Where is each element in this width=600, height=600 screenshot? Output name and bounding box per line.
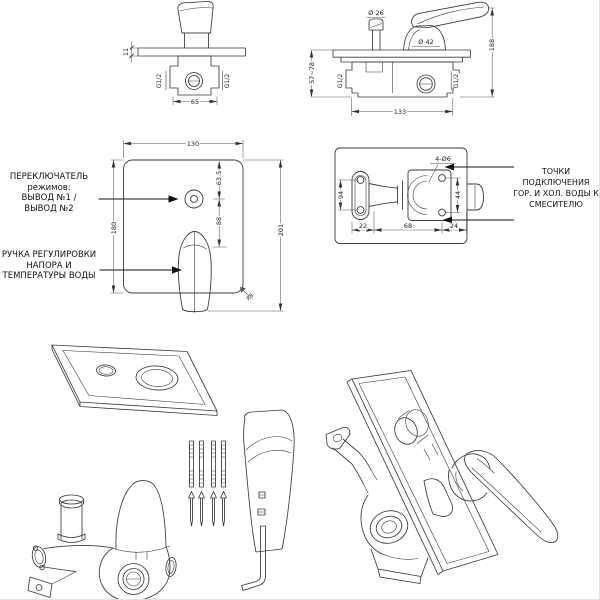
- thread-size-label: G1/2: [223, 72, 231, 90]
- dim-knob-to-handle: 88: [214, 215, 223, 227]
- dim-mount-depth: 57~78: [307, 61, 316, 85]
- callout-line: ВЫВОД №2: [24, 203, 74, 214]
- thread-size-label: G1/2: [156, 72, 163, 90]
- dim-plate-thickness: 11: [121, 46, 130, 58]
- thread-size-label: G1/2: [452, 72, 460, 90]
- callout-line: ПЕРЕКЛЮЧАТЕЛЬ: [9, 172, 89, 182]
- callout-line: режимов:: [27, 182, 71, 193]
- side-view-diverter-drawing: [137, 1, 246, 96]
- side-view-diverter-dimensions: [129, 41, 218, 105]
- callout-line: ВЫВОД №1 /: [21, 193, 77, 203]
- dim-flange-hole-spacing: 94: [336, 189, 345, 201]
- exploded-parts-drawing: [27, 344, 295, 599]
- dia-diverter-knob: Ø 26: [367, 8, 385, 17]
- front-view-drawing: [123, 159, 244, 313]
- dim-valve-width: 65: [189, 97, 201, 106]
- dim-body-hole-spacing: 44: [453, 189, 462, 201]
- callout-line: РУЧКА РЕГУЛИРОВКИ: [1, 250, 97, 260]
- dim-right-segment: 24: [448, 221, 460, 230]
- callout-line: ТЕМПЕРАТУРЫ ВОДЫ: [2, 271, 96, 281]
- dia-handle-base: Ø 42: [417, 37, 435, 46]
- dim-mount-holes: 4-Ø6: [434, 154, 452, 163]
- dim-mixer-width: 133: [392, 107, 408, 116]
- back-view-drawing: [334, 147, 484, 244]
- callout-line: СМЕСИТЕЛЮ: [529, 200, 583, 209]
- back-view-callout-arrows: [442, 163, 514, 224]
- callout-line: ТОЧКИ: [541, 167, 571, 176]
- callout-line: НАПОРА И: [26, 260, 72, 271]
- thread-size-label: G1/2: [337, 72, 344, 90]
- side-view-mixer-drawing: [332, 1, 490, 98]
- handle-callout: РУЧКА РЕГУЛИРОВКИ НАПОРА И ТЕМПЕРАТУРЫ В…: [0, 250, 98, 282]
- dim-total-height: 201: [276, 222, 285, 238]
- assembled-isometric-drawing: [325, 370, 559, 584]
- callout-line: ПОДКЛЮЧЕНИЯ: [522, 178, 590, 187]
- dim-plate-width: 130: [185, 139, 201, 148]
- front-view-dimensions: [110, 140, 284, 312]
- switch-callout: ПЕРЕКЛЮЧАТЕЛЬ режимов: ВЫВОД №1 / ВЫВОД …: [1, 172, 97, 214]
- connection-callout: ТОЧКИ ПОДКЛЮЧЕНИЯ ГОР. И ХОЛ. ВОДЫ К СМЕ…: [512, 166, 599, 210]
- dim-left-segment: 22: [357, 221, 369, 230]
- dim-mixer-height: 188: [487, 37, 496, 53]
- callout-line: ГОР. И ХОЛ. ВОДЫ К: [513, 189, 599, 198]
- dim-top-to-knob: 63.5: [214, 169, 223, 187]
- dim-plate-height: 180: [109, 220, 118, 236]
- dim-center-segment: 68: [402, 221, 414, 230]
